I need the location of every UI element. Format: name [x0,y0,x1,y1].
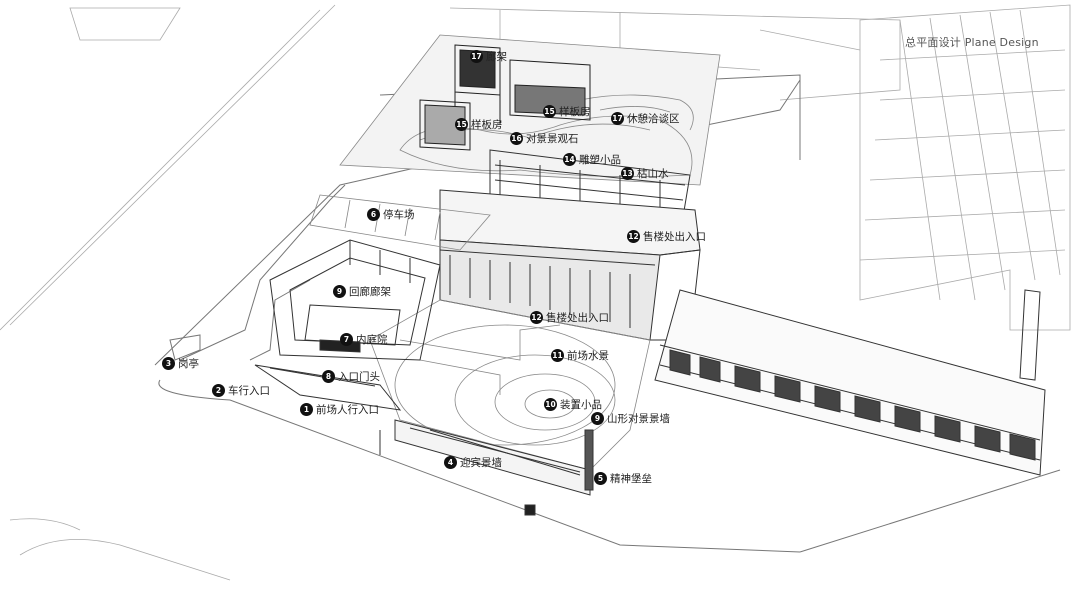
marker-number: 4 [444,456,457,469]
marker-label: 前场水景 [567,350,609,362]
marker-label: 廊架 [486,51,507,63]
marker-entrance-gate: 8 入口门头 [322,369,380,384]
marker-number: 6 [367,208,380,221]
marker-model-room-right: 15 样板房 [543,104,591,119]
marker-label: 精神堡垒 [610,473,652,485]
marker-installation: 10 装置小品 [544,397,602,412]
marker-inner-courtyard: 7 内庭院 [340,332,388,347]
marker-label: 山形对景景墙 [607,413,670,425]
marker-number: 17 [470,50,483,63]
marker-front-water: 11 前场水景 [551,348,609,363]
marker-label: 回廊廊架 [349,286,391,298]
marker-number: 15 [455,118,468,131]
marker-number: 2 [212,384,225,397]
marker-number: 9 [333,285,346,298]
marker-label: 售楼处出入口 [643,231,706,243]
marker-label: 前场人行入口 [316,404,379,416]
marker-label: 岗亭 [178,358,199,370]
marker-number: 11 [551,349,564,362]
marker-sales-entrance-upper: 12 售楼处出入口 [627,229,706,244]
marker-vehicle-entrance: 2 车行入口 [212,383,270,398]
marker-number: 14 [563,153,576,166]
marker-number: 10 [544,398,557,411]
marker-landscape-stone: 16 对景景观石 [510,131,579,146]
marker-number: 12 [530,311,543,324]
marker-number: 1 [300,403,313,416]
marker-welcome-wall: 4 迎宾景墙 [444,455,502,470]
marker-number: 12 [627,230,640,243]
marker-sales-entrance-lower: 12 售楼处出入口 [530,310,609,325]
marker-pergola: 17 廊架 [470,49,507,64]
marker-rest-area: 17 休憩洽谈区 [611,111,680,126]
marker-label: 迎宾景墙 [460,457,502,469]
marker-number: 3 [162,357,175,370]
marker-label: 对景景观石 [526,133,579,145]
marker-guard-booth: 3 岗亭 [162,356,199,371]
marker-label: 装置小品 [560,399,602,411]
marker-label: 样板房 [559,106,591,118]
marker-label: 雕塑小品 [579,154,621,166]
marker-label: 售楼处出入口 [546,312,609,324]
marker-spirit-fortress: 5 精神堡垒 [594,471,652,486]
marker-number: 16 [510,132,523,145]
marker-number: 13 [621,167,634,180]
marker-parking: 6 停车场 [367,207,415,222]
marker-sculpture: 14 雕塑小品 [563,152,621,167]
marker-pedestrian-entrance: 1 前场人行入口 [300,402,379,417]
marker-label: 样板房 [471,119,503,131]
marker-number: 5 [594,472,607,485]
marker-number: 9 [591,412,604,425]
marker-label: 停车场 [383,209,415,221]
marker-mountain-wall: 9 山形对景景墙 [591,411,670,426]
marker-label: 休憩洽谈区 [627,113,680,125]
page-title: 总平面设计 Plane Design [905,36,1039,49]
marker-label: 枯山水 [637,168,669,180]
marker-number: 7 [340,333,353,346]
marker-model-room-left: 15 样板房 [455,117,503,132]
marker-number: 8 [322,370,335,383]
marker-corridor-pergola: 9 回廊廊架 [333,284,391,299]
marker-label: 车行入口 [228,385,270,397]
marker-label: 入口门头 [338,371,380,383]
marker-dry-garden: 13 枯山水 [621,166,669,181]
marker-number: 15 [543,105,556,118]
marker-number: 17 [611,112,624,125]
marker-label: 内庭院 [356,334,388,346]
